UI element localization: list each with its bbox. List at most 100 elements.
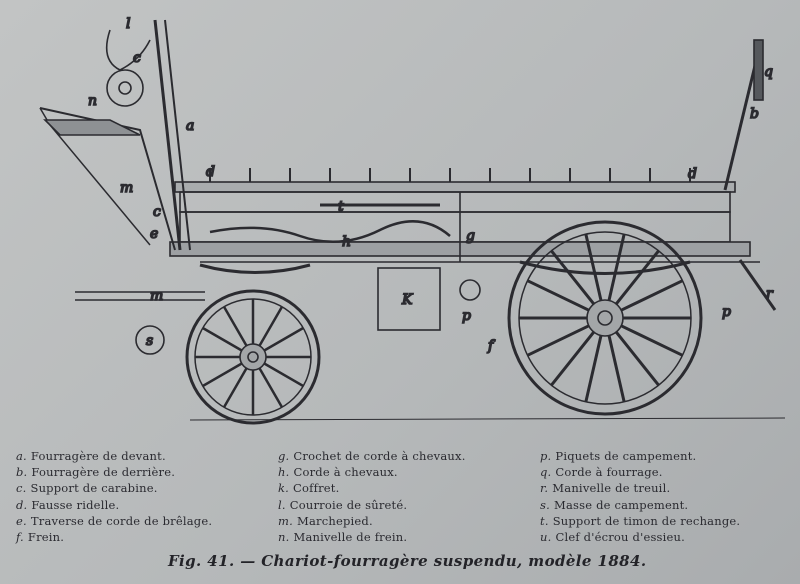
legend-item: u.Clef d'écrou d'essieu. xyxy=(540,529,740,545)
wheel-spoke xyxy=(584,233,603,301)
wheel-spoke xyxy=(263,362,304,388)
wheel-spoke xyxy=(620,324,684,357)
legend-item: q.Corde à fourrage. xyxy=(540,464,740,480)
mallet-s xyxy=(135,325,165,355)
wagon-body xyxy=(169,181,760,263)
ground-line xyxy=(189,417,786,421)
wheel-spoke xyxy=(615,249,660,305)
legend-text: Traverse de corde de brêlage. xyxy=(30,513,213,528)
coffret-box xyxy=(377,267,441,331)
legend-text: Manivelle de treuil. xyxy=(552,481,671,496)
label-f: f xyxy=(487,338,496,354)
legend-item: h.Corde à chevaux. xyxy=(278,464,466,480)
legend-item: t.Support de timon de rechange. xyxy=(540,513,740,529)
legend-item: b.Fourragère de derrière. xyxy=(16,464,212,480)
legend-item: l.Courroie de sûreté. xyxy=(278,497,466,513)
legend-item: d.Fausse ridelle. xyxy=(16,497,212,513)
wheel-spoke xyxy=(222,367,248,408)
figure-caption: Fig. 41. — Chariot-fourragère suspendu, … xyxy=(168,552,647,570)
legend-item: s.Masse de campement. xyxy=(540,497,740,513)
brake-crank xyxy=(459,279,481,301)
wheel-spoke xyxy=(222,306,248,347)
legend-text: Manivelle de frein. xyxy=(293,530,408,545)
legend-key: e. xyxy=(16,513,27,528)
legend-key: r. xyxy=(540,481,549,496)
legend-key: d. xyxy=(16,497,28,512)
label-K: K xyxy=(401,292,414,308)
wheel-spoke xyxy=(258,306,284,347)
legend-item: p.Piquets de campement. xyxy=(540,448,740,464)
front-rack xyxy=(39,19,191,251)
legend-text: Piquets de campement. xyxy=(555,449,697,463)
legend-key: h. xyxy=(278,465,290,480)
legend-key: g. xyxy=(278,449,290,463)
front-wheel xyxy=(185,289,321,425)
legend-item: e.Traverse de corde de brêlage. xyxy=(16,513,212,529)
legend-item: c.Support de carabine. xyxy=(16,480,212,496)
wheel-spoke xyxy=(550,331,595,387)
label-d: d xyxy=(206,164,215,180)
legend-key: p. xyxy=(540,449,552,463)
wheel-spoke xyxy=(615,331,660,387)
label-t: t xyxy=(338,199,344,215)
legend-text: Corde à chevaux. xyxy=(293,465,398,480)
legend-column-1: a.Fourragère de devant.b.Fourragère de d… xyxy=(16,448,212,545)
wheel-spoke xyxy=(526,324,590,357)
legend-column-2: g.Crochet de corde à chevaux.h.Corde à c… xyxy=(278,448,466,545)
legend-key: f. xyxy=(16,530,24,545)
wagon-illustration: l c n a m c e d d t h g K s m p f p r q … xyxy=(39,15,786,425)
label-g: g xyxy=(466,228,475,244)
legend-key: m. xyxy=(278,513,293,528)
wheel-spoke xyxy=(584,335,603,403)
rear-rack xyxy=(723,39,777,311)
pole xyxy=(75,291,205,301)
label-q: q xyxy=(764,64,773,80)
wheel-spoke xyxy=(202,326,243,352)
wheel-spoke xyxy=(607,335,626,403)
legend-text: Corde à fourrage. xyxy=(555,465,663,480)
legend-key: q. xyxy=(540,465,552,480)
legend-text: Fourragère de derrière. xyxy=(31,465,176,480)
legend-key: t. xyxy=(540,513,549,528)
wheel-spoke xyxy=(550,249,595,305)
legend-text: Coffret. xyxy=(293,481,340,496)
legend-text: Fourragère de devant. xyxy=(30,449,166,463)
wheel-spoke xyxy=(263,326,304,352)
legend-key: n. xyxy=(278,530,290,545)
label-a: a xyxy=(186,118,194,134)
wheel-spoke xyxy=(526,279,590,312)
legend-key: c. xyxy=(16,481,27,496)
label-p: p xyxy=(462,308,471,324)
legend-text: Support de timon de rechange. xyxy=(552,513,741,528)
legend-item: k.Coffret. xyxy=(278,480,466,496)
legend-key: u. xyxy=(540,530,552,545)
label-m: m xyxy=(120,180,133,196)
wheel-spoke xyxy=(607,233,626,301)
label-b: b xyxy=(750,106,759,122)
legend-text: Fausse ridelle. xyxy=(31,497,120,512)
legend-item: n.Manivelle de frein. xyxy=(278,529,466,545)
legend-text: Marchepied. xyxy=(296,513,373,528)
legend-key: k. xyxy=(278,481,290,496)
label-e: e xyxy=(150,226,158,242)
legend-item: f.Frein. xyxy=(16,529,212,545)
wheel-spoke xyxy=(258,367,284,408)
label-c2: c xyxy=(153,204,161,220)
label-c: c xyxy=(133,50,141,66)
legend-text: Masse de campement. xyxy=(553,497,689,512)
label-n: n xyxy=(88,93,97,109)
legend-text: Support de carabine. xyxy=(30,481,158,496)
label-p2: p xyxy=(722,304,731,320)
legend-item: r.Manivelle de treuil. xyxy=(540,480,740,496)
wheel-spoke xyxy=(202,362,243,388)
front-springs xyxy=(199,263,311,274)
legend-item: g.Crochet de corde à chevaux. xyxy=(278,448,466,464)
legend-column-3: p.Piquets de campement.q.Corde à fourrag… xyxy=(540,448,740,545)
legend-text: Clef d'écrou d'essieu. xyxy=(555,530,685,545)
label-h: h xyxy=(342,234,351,250)
label-r: r xyxy=(766,286,774,302)
legend-text: Crochet de corde à chevaux. xyxy=(293,449,466,463)
legend-key: s. xyxy=(540,497,550,512)
legend-text: Courroie de sûreté. xyxy=(289,497,408,512)
